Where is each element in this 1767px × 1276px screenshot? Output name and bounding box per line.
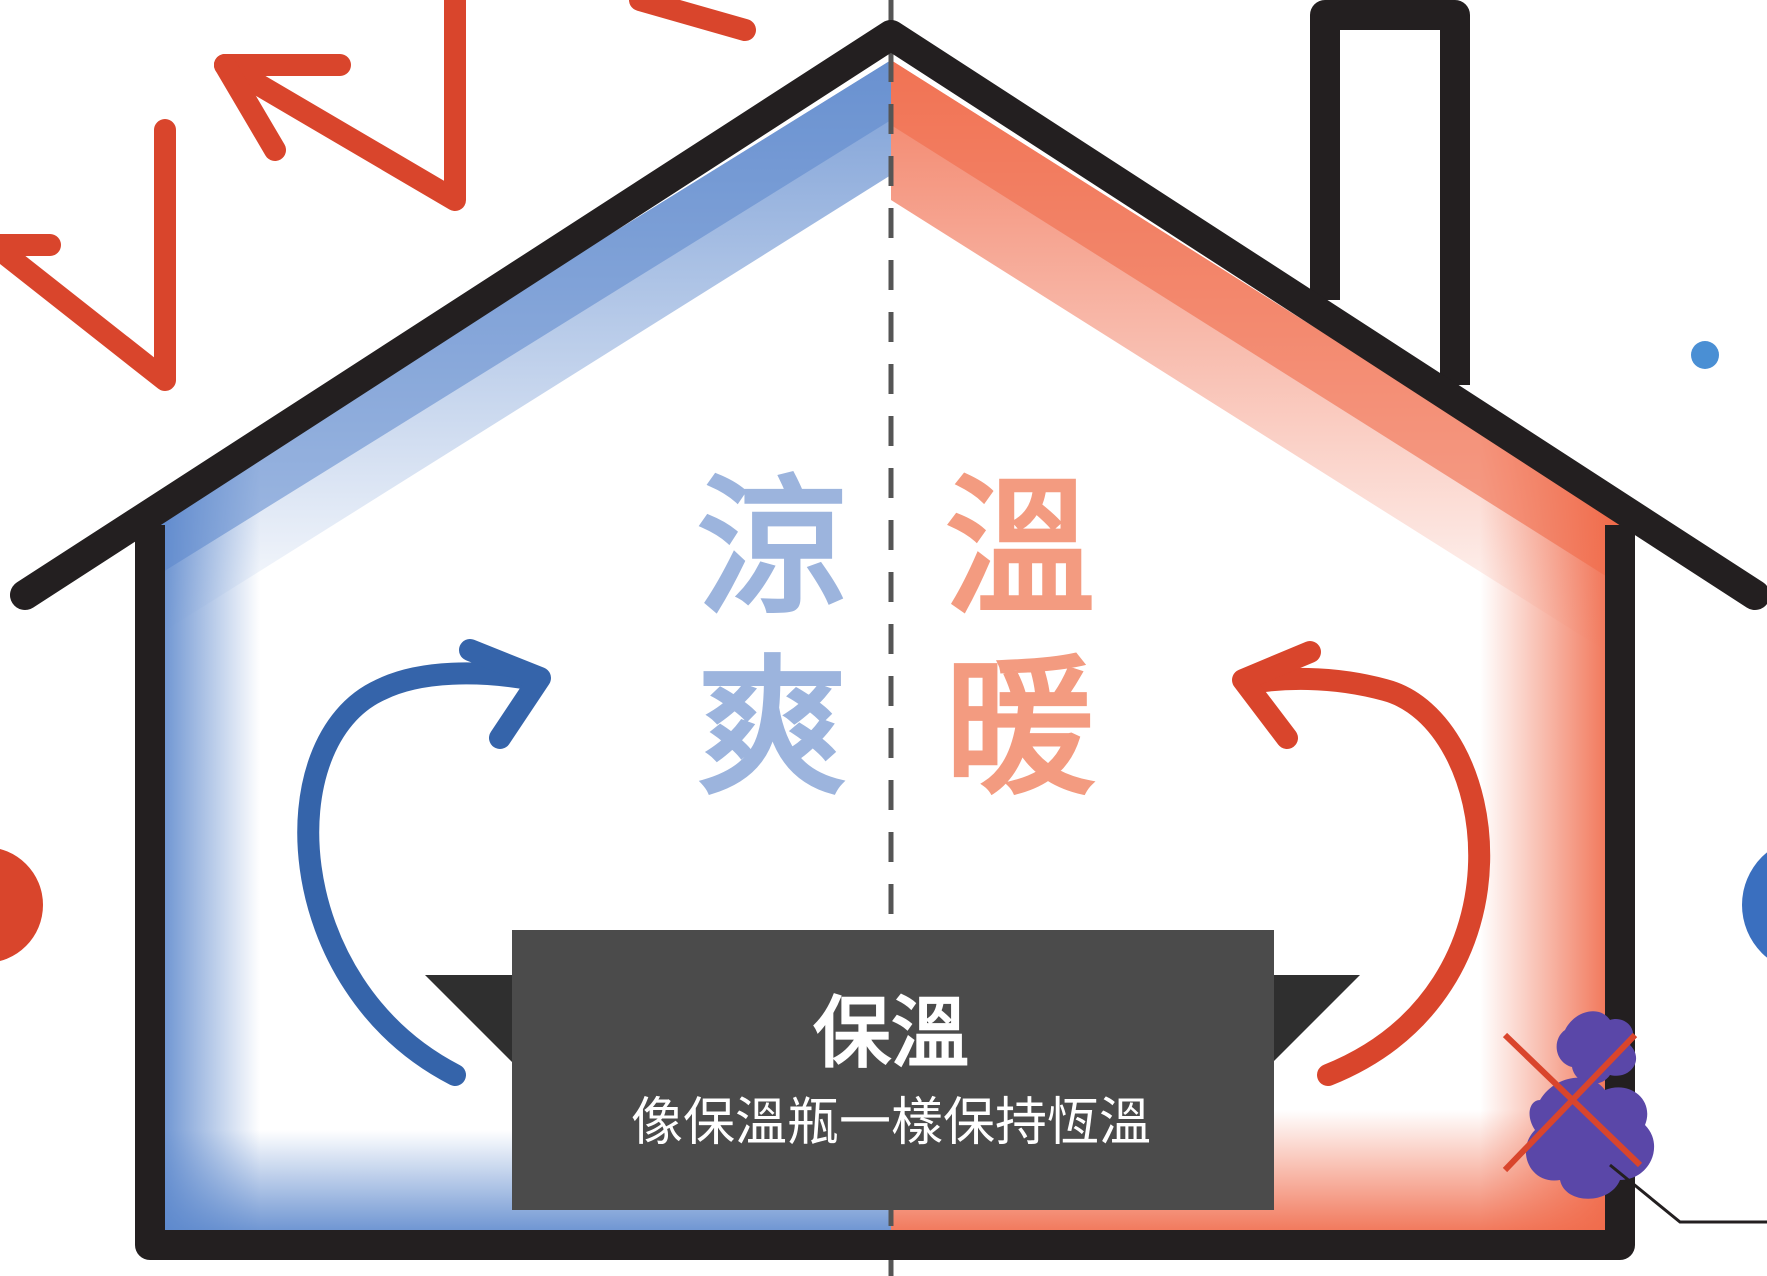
warm-label-line2: 暖 — [945, 642, 1096, 816]
cool-label-line1: 涼 — [697, 462, 847, 636]
water-drop-icon — [1691, 341, 1719, 369]
curved-arrow-up-right-icon — [297, 639, 551, 1086]
insulation-banner: 保溫 像保溫瓶一樣保持恆溫 — [425, 930, 1360, 1210]
zigzag-heat-arrow-icon — [0, 0, 756, 391]
warm-label-line1: 溫 — [945, 462, 1095, 636]
cold-circle-icon — [1742, 852, 1767, 958]
house-wall-outline — [135, 525, 1635, 1260]
banner-subtitle: 像保溫瓶一樣保持恆溫 — [631, 1093, 1151, 1153]
cool-zone — [150, 60, 891, 1245]
house-roof-outline — [10, 20, 1767, 610]
cool-label-line2: 爽 — [697, 642, 847, 816]
banner-title: 保溫 — [813, 989, 969, 1079]
chimney — [1310, 0, 1470, 385]
heat-sun-icon — [0, 848, 43, 962]
curved-arrow-up-left-icon — [1232, 641, 1491, 1086]
mold-crossed-icon — [1502, 1011, 1767, 1224]
